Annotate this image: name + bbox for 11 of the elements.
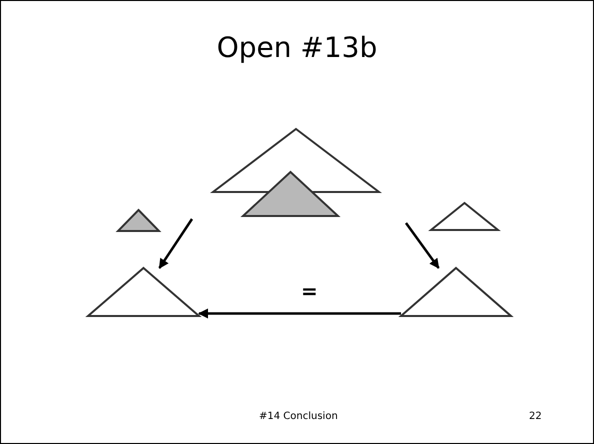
footer-text: #14 Conclusion xyxy=(259,411,338,422)
arrow xyxy=(158,218,194,269)
arrow xyxy=(404,222,440,269)
triangle-shape xyxy=(88,268,199,316)
triangle-shape xyxy=(118,210,159,231)
page-number: 22 xyxy=(529,411,542,422)
triangle-shape xyxy=(431,203,498,230)
triangle-shape xyxy=(243,172,338,216)
arrow xyxy=(198,308,401,318)
triangle-shape xyxy=(401,268,511,316)
slide-title: Open #13b xyxy=(216,31,378,64)
